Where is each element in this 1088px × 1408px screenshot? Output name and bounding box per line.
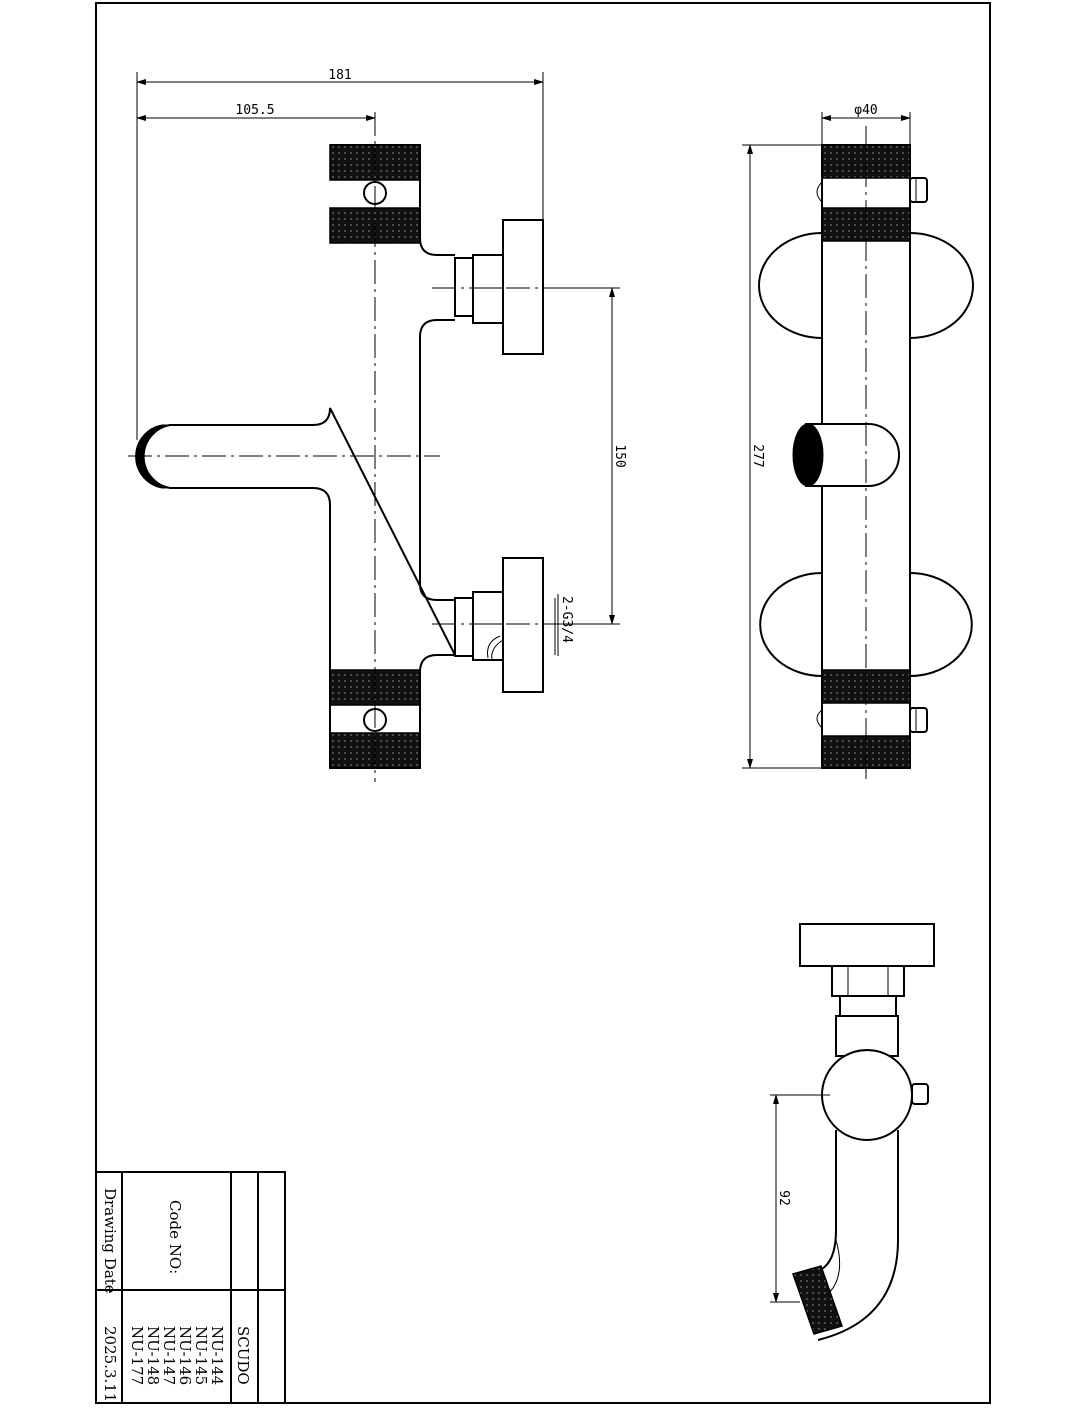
bottom-stop-button (909, 707, 928, 733)
side-view: φ40 277 (742, 103, 974, 782)
code-item: NU-144 (208, 1326, 226, 1385)
code-item: NU-147 (160, 1326, 178, 1385)
outlet-end (135, 424, 171, 489)
end-view: 92 (770, 923, 935, 1341)
code-no-label: Code NO: (166, 1200, 184, 1274)
top-handle-bulge-right (909, 232, 974, 339)
dim-inlet-thread: 2-G3/4 (559, 596, 574, 643)
code-item: NU-148 (144, 1326, 162, 1385)
top-stop-button (909, 177, 928, 203)
sheet-border (95, 2, 991, 1404)
bottom-handle-bulge-left (759, 572, 823, 677)
dim-overall-width: 181 (328, 68, 351, 83)
drawing-date-label: Drawing Date (101, 1188, 119, 1294)
bottom-wall-flange (502, 557, 544, 693)
dim-body-diameter: φ40 (854, 103, 877, 118)
front-view: 181 105.5 150 2-G3/4 (128, 68, 627, 782)
spout-tip-knurl (792, 1265, 843, 1335)
code-item: NU-145 (192, 1326, 210, 1385)
side-outlet (805, 423, 900, 487)
end-body-circle (821, 1049, 913, 1141)
bottom-handle-bulge-right (909, 572, 973, 677)
title-block: Drawing Date Code NO: SCUDO NU-144 NU-14… (95, 1171, 286, 1404)
end-wall-flange (799, 923, 935, 967)
dim-inlet-spacing: 150 (612, 444, 627, 467)
dim-spout-drop: 92 (776, 1190, 791, 1206)
code-item: NU-177 (128, 1326, 146, 1385)
dim-body-length: 277 (750, 444, 765, 467)
product-name: SCUDO (234, 1326, 252, 1385)
top-wall-flange (502, 219, 544, 355)
side-outlet-face (792, 423, 824, 487)
top-handle-bulge-left (758, 232, 823, 339)
code-item: NU-146 (176, 1326, 194, 1385)
dim-outlet-offset: 105.5 (235, 103, 274, 118)
drawing-date: 2025.3.11 (101, 1326, 119, 1402)
